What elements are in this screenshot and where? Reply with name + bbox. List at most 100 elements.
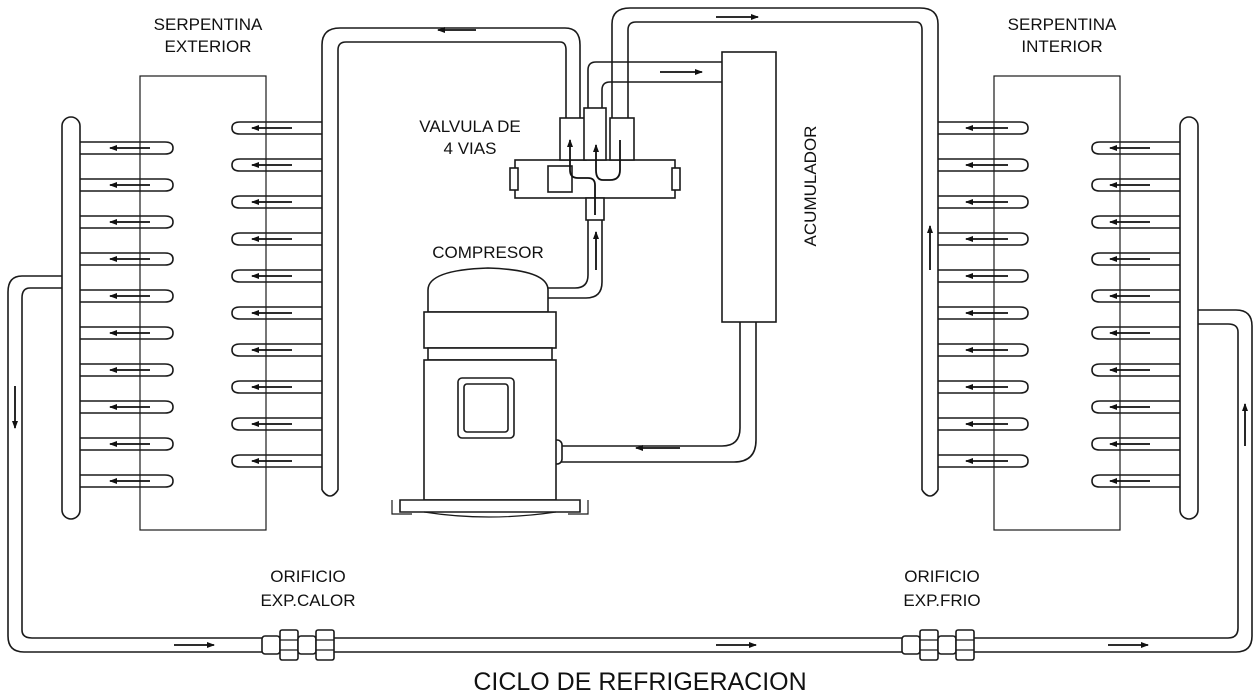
orifice-heat-label-1: ORIFICIO (270, 567, 346, 586)
outdoor-coil (61, 75, 322, 531)
orifice-cool (901, 629, 975, 661)
indoor-tube-right (1091, 215, 1180, 229)
outdoor-coil-label-1: SERPENTINA (154, 15, 263, 34)
outdoor-coil-tubes (80, 121, 322, 488)
compressor-upper-band (423, 311, 557, 349)
valve-flow-discharge (567, 139, 596, 215)
outdoor-tube-right (231, 454, 322, 468)
indoor-tube-right (1091, 141, 1180, 155)
outdoor-left-header (61, 116, 81, 520)
orifice-cool-hex-a (919, 629, 939, 661)
outdoor-tube-left (80, 252, 174, 266)
outdoor-tube-left (80, 326, 174, 340)
indoor-tube-right (1091, 474, 1180, 488)
liquid-line-inner (21, 287, 1239, 639)
pipe-outdoor-bottom-cap (321, 489, 339, 497)
outdoor-tube-right (231, 195, 322, 209)
outdoor-tube-left (80, 141, 174, 155)
indoor-tube-left (938, 232, 1029, 246)
valve-port-center (583, 107, 607, 161)
compressor-base (399, 499, 581, 513)
accumulator (721, 51, 777, 323)
outdoor-tube-right (231, 121, 322, 135)
outdoor-tube-left (80, 400, 174, 414)
pipe-valve-to-accumulator-inner (601, 81, 722, 118)
valve-left-cap (509, 167, 519, 191)
outdoor-tube-left (80, 289, 174, 303)
indoor-tube-right (1091, 252, 1180, 266)
valve-flow-suction (593, 140, 621, 181)
outdoor-tube-right (231, 306, 322, 320)
outdoor-tube-right (231, 417, 322, 431)
outdoor-tube-left (80, 437, 174, 451)
accumulator-label: ACUMULADOR (801, 126, 820, 247)
indoor-right-header (1179, 116, 1199, 520)
orifice-heat-body (297, 635, 317, 655)
compressor-dome (427, 267, 549, 313)
flow-arrows (12, 14, 1248, 648)
outdoor-tube-right (231, 232, 322, 246)
compressor-bottom-curve (423, 511, 557, 518)
pipe-valve-to-indoor-inner (627, 21, 923, 490)
pipes (7, 7, 1253, 653)
valve-solenoid (547, 165, 573, 193)
outdoor-coil-frame (139, 75, 267, 531)
compressor-feet (391, 500, 589, 515)
orifice-heat-label-2: EXP.CALOR (260, 591, 355, 610)
indoor-tube-right (1091, 363, 1180, 377)
indoor-tube-right (1091, 326, 1180, 340)
pipe-accumulator-to-compressor (560, 322, 741, 447)
indoor-tube-left (938, 121, 1029, 135)
orifice-cool-body (937, 635, 957, 655)
pipe-compressor-discharge-inner (530, 198, 603, 299)
pipe-outdoor-to-valve-inner (337, 41, 567, 490)
indoor-tube-left (938, 269, 1029, 283)
orifice-cool-label-2: EXP.FRIO (903, 591, 980, 610)
indoor-tube-left (938, 158, 1029, 172)
orifice-heat-hex-b (315, 629, 335, 661)
orifice-heat-hex-a (279, 629, 299, 661)
indoor-coil (938, 75, 1199, 531)
indoor-tube-right (1091, 178, 1180, 192)
orifice-cool-nut-a (901, 635, 921, 655)
indoor-tube-right (1091, 437, 1180, 451)
outdoor-tube-right (231, 158, 322, 172)
indoor-tube-right (1091, 400, 1180, 414)
indoor-tube-right (1091, 289, 1180, 303)
indoor-tube-left (938, 195, 1029, 209)
valve-label-2: 4 VIAS (444, 139, 497, 158)
outdoor-tube-left (80, 215, 174, 229)
four-way-valve (509, 107, 681, 221)
pipe-accumulator-to-compressor-inner (560, 322, 757, 463)
compressor-label: COMPRESOR (432, 243, 543, 262)
outdoor-tube-left (80, 178, 174, 192)
orifice-cool-hex-b (955, 629, 975, 661)
valve-right-cap (671, 167, 681, 191)
compressor-ring (427, 347, 553, 361)
valve-port-right (609, 117, 635, 161)
indoor-tube-left (938, 380, 1029, 394)
outdoor-tube-right (231, 269, 322, 283)
pipe-outdoor-to-valve (321, 27, 581, 490)
indoor-coil-label-2: INTERIOR (1021, 37, 1102, 56)
outdoor-tube-right (231, 380, 322, 394)
orifice-cool-label-1: ORIFICIO (904, 567, 980, 586)
compressor (391, 267, 589, 518)
indoor-coil-label-1: SERPENTINA (1008, 15, 1117, 34)
indoor-tube-left (938, 306, 1029, 320)
orifice-heat (261, 629, 335, 661)
indoor-tube-left (938, 417, 1029, 431)
pipe-indoor-bottom-cap (921, 489, 939, 497)
labels: SERPENTINA EXTERIOR SERPENTINA INTERIOR … (154, 15, 1117, 696)
valve-port-left (559, 117, 587, 161)
outdoor-tube-left (80, 363, 174, 377)
orifice-heat-nut-a (261, 635, 281, 655)
indoor-tube-left (938, 454, 1029, 468)
outdoor-coil-label-2: EXTERIOR (165, 37, 252, 56)
diagram-title: CICLO DE REFRIGERACION (473, 668, 806, 696)
indoor-tube-left (938, 343, 1029, 357)
valve-label-1: VALVULA DE (419, 117, 520, 136)
pipe-compressor-discharge (530, 198, 589, 289)
